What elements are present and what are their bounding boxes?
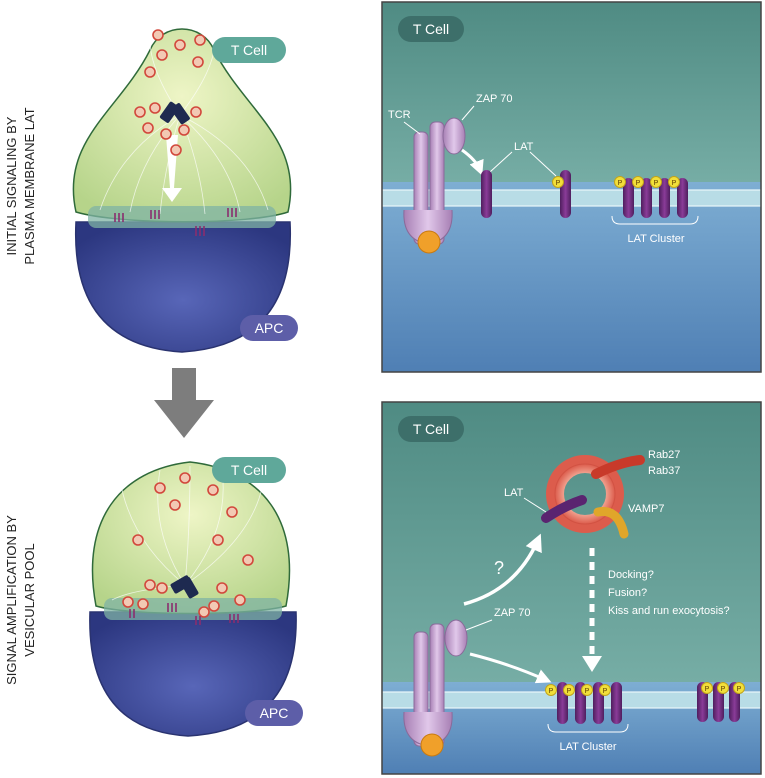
- fusion-label: Fusion?: [608, 587, 647, 599]
- vesicle-lat-label: LAT: [504, 487, 524, 499]
- question-mark: ?: [494, 558, 504, 578]
- bottom-membrane-lat: [129, 603, 239, 625]
- bottom-panel-badge-text: T Cell: [413, 421, 449, 437]
- top-lat-2: [560, 170, 571, 218]
- row-label-top-line1: INITIAL SIGNALING BY: [4, 116, 19, 255]
- top-tcell-badge: T Cell: [212, 37, 286, 63]
- bottom-lat-group-right: P P P: [697, 682, 745, 722]
- bottom-cluster-p-1: P: [549, 688, 554, 695]
- rab37-label: Rab37: [648, 465, 680, 477]
- top-lat-2-p: P: [556, 180, 561, 187]
- top-apc-badge: APC: [240, 315, 298, 341]
- top-vesicles: [134, 29, 206, 156]
- top-synapse-zone: [88, 206, 276, 228]
- top-tcell-badge-text: T Cell: [231, 42, 267, 58]
- bottom-zap70-label: ZAP 70: [494, 607, 531, 619]
- top-centrosome-icon: [159, 101, 190, 125]
- top-lat-cluster-label: LAT Cluster: [627, 233, 684, 245]
- up-curved-arrow: [463, 533, 542, 606]
- top-zap70-arrow: [461, 148, 484, 176]
- top-apc-body: [74, 221, 292, 353]
- rab27-label: Rab27: [648, 449, 680, 461]
- bottom-cluster-p-4: P: [603, 688, 608, 695]
- top-lat-1: [481, 170, 492, 218]
- vamp7-label: VAMP7: [628, 503, 664, 515]
- top-tcr-receptor: [403, 121, 453, 254]
- top-cluster-p-4: P: [672, 180, 677, 187]
- top-cluster-p-3: P: [654, 180, 659, 187]
- row-label-bottom-line1: SIGNAL AMPLIFICATION BY: [4, 515, 19, 685]
- top-lat-cluster: P P P P: [614, 176, 688, 218]
- top-panel: T Cell TCR ZAP 70 LAT P: [381, 1, 762, 373]
- bottom-apc-body: [89, 611, 297, 737]
- top-panel-badge-text: T Cell: [413, 21, 449, 37]
- top-panel-badge: T Cell: [398, 16, 464, 42]
- bottom-panel-badge: T Cell: [398, 416, 464, 442]
- bottom-centrosome-icon: [170, 575, 199, 599]
- bottom-vesicles: [122, 472, 254, 618]
- right-group-p-3: P: [737, 686, 742, 693]
- bottom-panel: T Cell Rab27 Rab37 LAT VAMP7 ? Docking? …: [381, 401, 762, 775]
- bottom-cluster-p-2: P: [567, 688, 572, 695]
- bottom-tcell-badge: T Cell: [212, 457, 286, 483]
- top-cluster-p-1: P: [618, 180, 623, 187]
- bottom-zap70: [444, 619, 468, 657]
- bottom-zap70-arrow: [469, 652, 552, 684]
- top-cluster-p-2: P: [636, 180, 641, 187]
- right-group-p-1: P: [705, 686, 710, 693]
- bottom-lat-cluster-label: LAT Cluster: [559, 741, 616, 753]
- vamp7-protein: [593, 506, 629, 539]
- top-apc-badge-text: APC: [255, 320, 284, 336]
- row-label-top-line2: PLASMA MEMBRANE LAT: [22, 107, 37, 264]
- rab27-rab37-protein: [591, 455, 645, 479]
- bottom-lat-cluster: P P P P: [545, 682, 622, 724]
- top-membrane-lat: [114, 208, 237, 236]
- top-zap70: [442, 117, 466, 155]
- bottom-apc-badge-text: APC: [260, 705, 289, 721]
- right-group-p-2: P: [721, 686, 726, 693]
- docking-label: Docking?: [608, 569, 654, 581]
- bottom-apc-badge: APC: [245, 700, 303, 726]
- down-arrow-icon: [154, 368, 214, 438]
- top-zap70-label: ZAP 70: [476, 93, 513, 105]
- bottom-cluster-p-3: P: [585, 688, 590, 695]
- row-label-bottom: SIGNAL AMPLIFICATION BY VESICULAR POOL: [4, 515, 37, 685]
- row-label-bottom-line2: VESICULAR POOL: [22, 543, 37, 656]
- top-tcr-label: TCR: [388, 109, 411, 121]
- top-lat-label: LAT: [514, 141, 534, 153]
- vesicle-lat-protein: [541, 495, 587, 523]
- kiss-and-run-label: Kiss and run exocytosis?: [608, 605, 730, 617]
- top-cell-illustration: T Cell APC: [72, 28, 298, 353]
- row-label-top: INITIAL SIGNALING BY PLASMA MEMBRANE LAT: [4, 107, 37, 264]
- top-mtoc-arrow: [162, 135, 182, 202]
- bottom-cell-illustration: T Cell APC: [89, 457, 303, 737]
- bottom-tcell-badge-text: T Cell: [231, 462, 267, 478]
- bottom-tcr-receptor: [403, 623, 453, 757]
